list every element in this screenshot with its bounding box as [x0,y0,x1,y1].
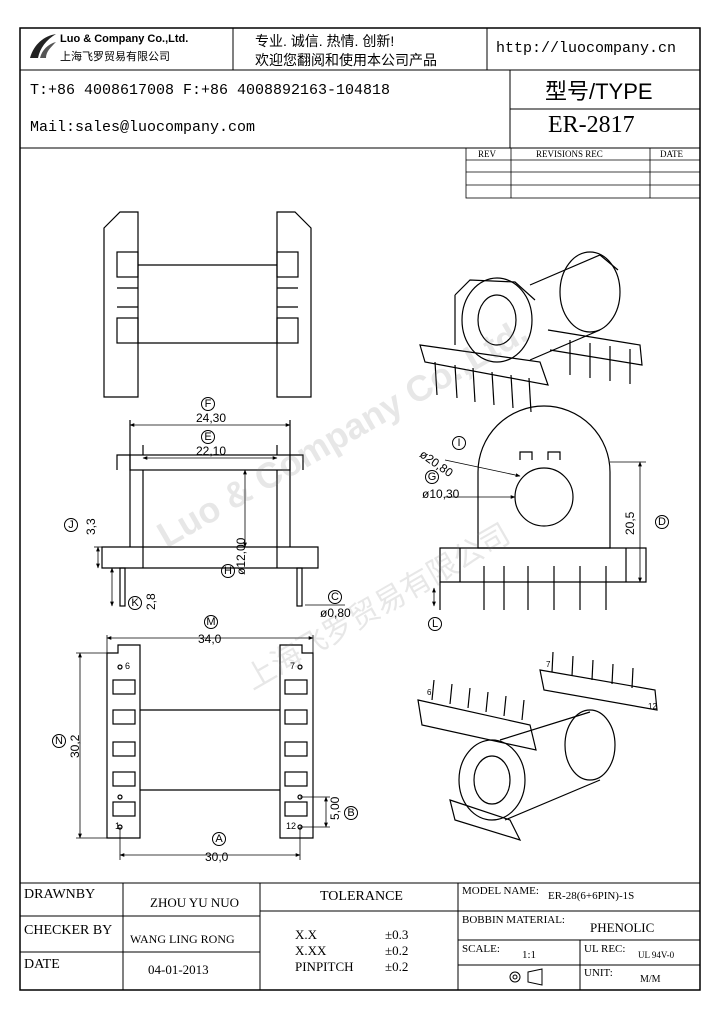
dim-g: ø10,30 [422,487,460,501]
front-view-dims [94,423,345,607]
dim-h: ø12,00 [234,537,248,575]
label-k: K [128,596,142,610]
ul-value: UL 94V-0 [638,950,675,960]
tol-pinpitch-label: PINPITCH [295,959,354,974]
drawnby-label: DRAWNBY [24,887,96,902]
drawnby-value: ZHOU YU NUO [150,895,240,910]
mail-link[interactable]: Mail:sales@luocompany.com [30,119,256,136]
top-view [103,211,312,398]
phone-fax: T:+86 4008617008 F:+86 4008892163-104818 [30,82,391,99]
bottom-view-dims [76,635,330,860]
logo-icon [30,34,56,58]
website-link[interactable]: http://luocompany.cn [496,40,677,57]
label-i: I [452,436,466,450]
welcome-text: 欢迎您翻阅和使用本公司产品 [255,52,437,68]
unit-value: M/M [640,974,661,985]
bobbin-label: BOBBIN MATERIAL: [462,914,565,926]
date-label: DATE [24,957,60,972]
label-f: F [201,397,215,411]
rev-header: REV [478,149,496,159]
pin-1-label: 1 [115,821,121,831]
dim-c: ø0,80 [320,606,351,620]
bottom-view [106,644,314,839]
type-value: ER-2817 [548,112,635,138]
pin-12-label: 12 [286,821,297,831]
label-j: J [64,518,78,532]
dim-e: 22,10 [196,444,227,458]
label-h: H [221,564,235,578]
revisions-rec-header: REVISIONS REC [536,149,603,159]
dim-b: 5,00 [328,796,342,820]
tol-xx-value: ±0.3 [385,927,409,942]
side-view [439,405,647,610]
tol-xxx-label: X.XX [295,943,327,958]
tol-xx-label: X.X [295,927,318,942]
pin-6-label: 6 [125,661,131,671]
type-label: 型号/TYPE [545,79,653,104]
dim-f: 24,30 [196,411,227,425]
projection-symbol-icon [509,968,543,986]
bobbin-value: PHENOLIC [590,920,655,935]
label-g: G [425,470,439,484]
dim-k: 2,8 [144,593,158,610]
side-view-dims [432,459,646,607]
dim-m: 34,0 [198,632,222,646]
revisions-table [465,147,701,199]
company-name: Luo & Company Co.,Ltd. [60,33,189,45]
iso-view-bottom [417,651,658,841]
iso-pin-6-label: 6 [427,688,432,697]
model-value: ER-28(6+6PIN)-1S [548,890,635,902]
label-d: D [655,515,669,529]
label-m: M [204,615,218,629]
model-label: MODEL NAME: [462,885,539,897]
unit-label: UNIT: [584,967,613,979]
scale-label: SCALE: [462,943,500,955]
pin-7-label: 7 [290,661,296,671]
title-block-grid [20,883,700,990]
label-b: B [344,806,358,820]
date-value: 04-01-2013 [148,962,209,977]
tolerance-label: TOLERANCE [320,889,403,904]
dim-n: 30,2 [68,734,82,758]
dim-j: 3,3 [84,518,98,535]
date-header: DATE [660,149,683,159]
front-view [101,420,319,607]
tol-xxx-value: ±0.2 [385,943,409,958]
label-e: E [201,430,215,444]
tol-pinpitch-value: ±0.2 [385,959,409,974]
iso-pin-7-label: 7 [546,660,551,669]
iso-view-top [419,251,643,413]
dim-a: 30,0 [205,850,229,864]
label-a: A [212,832,226,846]
company-name-cn: 上海飞罗贸易有限公司 [60,51,170,63]
label-l: L [428,617,442,631]
label-c: C [328,590,342,604]
dim-d: 20,5 [623,511,637,535]
slogan: 专业. 诚信. 热情. 创新! [255,33,395,49]
iso-pin-12-label: 12 [648,702,657,711]
label-n: N [52,734,66,748]
scale-value: 1:1 [522,949,537,961]
checker-label: CHECKER BY [24,923,113,938]
ul-label: UL REC: [584,943,626,955]
checker-value: WANG LING RONG [130,932,235,946]
